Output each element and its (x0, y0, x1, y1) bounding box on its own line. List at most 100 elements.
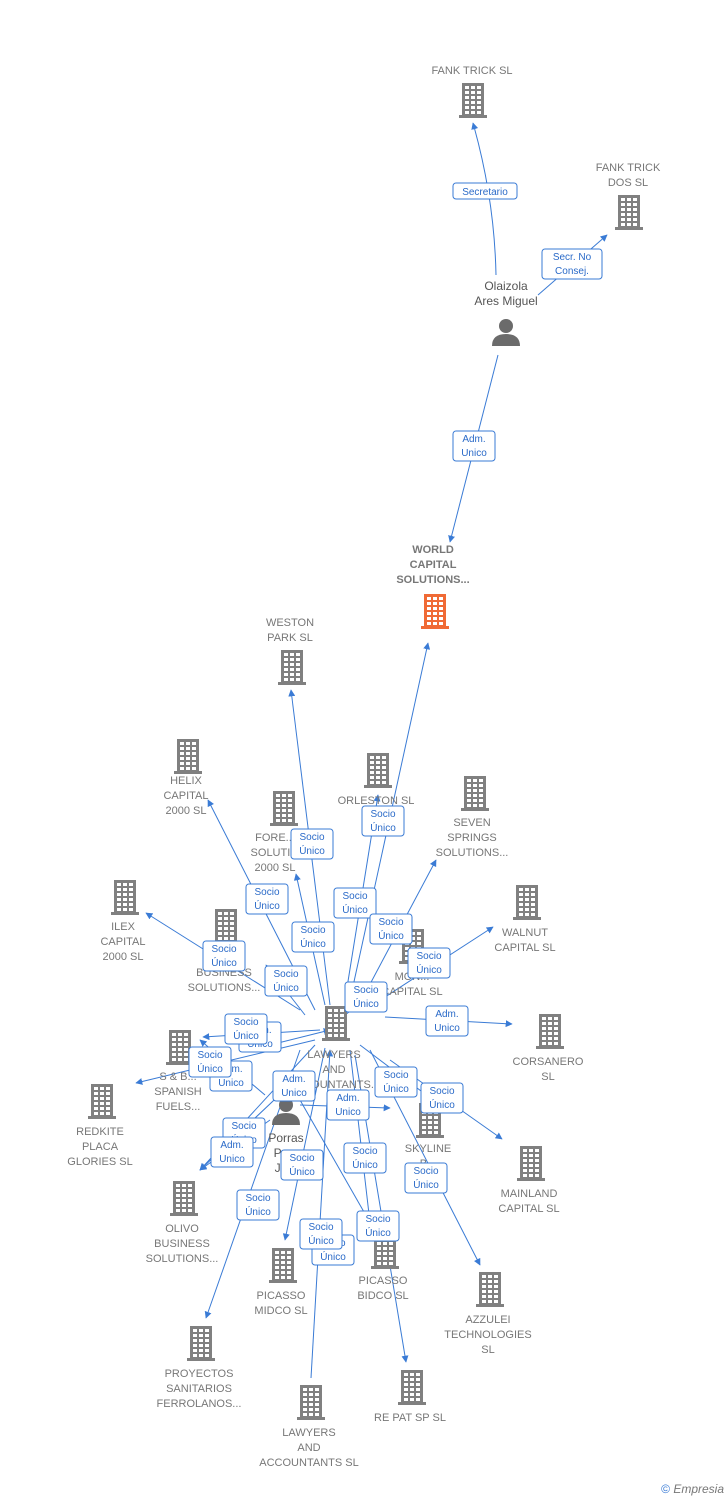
company-seven-label[interactable]: SOLUTIONS... (436, 847, 509, 859)
company-ilex-label[interactable]: 2000 SL (103, 951, 144, 963)
company-walnut-label[interactable]: CAPITAL SL (494, 942, 555, 954)
company-fank_trick_dos-label[interactable]: DOS SL (608, 177, 648, 189)
company-olivo-label[interactable]: SOLUTIONS... (146, 1253, 219, 1265)
company-redkite-label[interactable]: PLACA (82, 1141, 119, 1153)
company-mainland-building-icon[interactable] (517, 1146, 545, 1181)
company-business_sol-label[interactable]: SOLUTIONS... (188, 982, 261, 994)
company-picasso_midco-building-icon[interactable] (269, 1248, 297, 1283)
company-world_capital-label[interactable]: CAPITAL (410, 559, 457, 571)
company-world_capital-building-icon[interactable] (421, 594, 449, 629)
company-mainland-label[interactable]: MAINLAND (501, 1188, 558, 1200)
relation-badge-porras-to-olivo[interactable]: Adm.Unico (210, 1136, 254, 1168)
company-spanish_fuels-label[interactable]: SPANISH (154, 1086, 202, 1098)
company-corsanero-label[interactable]: SL (541, 1071, 554, 1083)
company-olivo-label[interactable]: BUSINESS (154, 1238, 210, 1250)
company-world_capital-label[interactable]: WORLD (412, 544, 454, 556)
company-fore-label[interactable]: FORE... (255, 832, 295, 844)
company-lawyers_center-label[interactable]: AND (322, 1064, 345, 1076)
company-re_pat-building-icon[interactable] (398, 1370, 426, 1405)
company-helix-label[interactable]: 2000 SL (166, 805, 207, 817)
company-azzulei-building-icon[interactable] (476, 1272, 504, 1307)
relation-badge-porras-to-skyline[interactable]: Adm.Unico (326, 1089, 370, 1121)
company-lawyers_center-building-icon[interactable] (322, 1006, 350, 1041)
company-azzulei-label[interactable]: AZZULEI (465, 1314, 510, 1326)
company-lawyers_bottom-building-icon[interactable] (297, 1385, 325, 1420)
company-walnut-building-icon[interactable] (513, 885, 541, 920)
company-ilex-building-icon[interactable] (111, 880, 139, 915)
company-spanish_fuels-label[interactable]: FUELS... (156, 1101, 201, 1113)
company-re_pat-label[interactable]: RE PAT SP SL (374, 1412, 446, 1424)
company-seven-building-icon[interactable] (461, 776, 489, 811)
company-spanish_fuels-label[interactable]: S & B... (159, 1071, 196, 1083)
company-fank_trick-building-icon[interactable] (459, 83, 487, 118)
person-porras-icon[interactable] (272, 1098, 300, 1125)
company-fore-building-icon[interactable] (270, 791, 298, 826)
company-redkite-label[interactable]: REDKITE (76, 1126, 124, 1138)
company-spanish_fuels-building-icon[interactable] (166, 1030, 194, 1065)
company-helix-building-icon[interactable] (174, 739, 202, 774)
company-world_capital-label[interactable]: SOLUTIONS... (396, 574, 469, 586)
company-corsanero-label[interactable]: CORSANERO (513, 1056, 584, 1068)
company-fore-label[interactable]: SOLUTI... (251, 847, 300, 859)
relation-badge-olaizola-to-world_capital[interactable]: Adm.Unico (452, 430, 496, 462)
company-mon-label[interactable]: CAPITAL SL (381, 986, 442, 998)
company-weston-building-icon[interactable] (278, 650, 306, 685)
company-redkite-building-icon[interactable] (88, 1084, 116, 1119)
company-skyline-label[interactable]: SKYLINE (405, 1143, 451, 1155)
company-weston-label[interactable]: PARK SL (267, 632, 313, 644)
company-fank_trick_dos-building-icon[interactable] (615, 195, 643, 230)
relation-badge-olaizola-to-fank_trick[interactable]: Secretario (452, 182, 518, 200)
company-lawyers_center-label[interactable]: LAWYERS (307, 1049, 360, 1061)
company-proyectos-label[interactable]: FERROLANOS... (157, 1398, 242, 1410)
company-lawyers_bottom-label[interactable]: AND (297, 1442, 320, 1454)
company-orleston-label[interactable]: ORLESTON SL (338, 795, 415, 807)
company-helix-label[interactable]: CAPITAL (163, 790, 208, 802)
company-orleston-building-icon[interactable] (364, 753, 392, 788)
relation-badge-lawyers_center-to-corsanero[interactable]: Adm.Unico (425, 1005, 469, 1037)
company-mainland-label[interactable]: CAPITAL SL (498, 1203, 559, 1215)
company-azzulei-label[interactable]: TECHNOLOGIES (444, 1329, 531, 1341)
company-azzulei-label[interactable]: SL (481, 1344, 494, 1356)
person-olaizola-label[interactable]: Ares Miguel (474, 294, 537, 308)
company-proyectos-building-icon[interactable] (187, 1326, 215, 1361)
company-proyectos-label[interactable]: PROYECTOS (165, 1368, 234, 1380)
company-weston-label[interactable]: WESTON (266, 617, 314, 629)
company-picasso_bidco-label[interactable]: PICASSO (359, 1275, 408, 1287)
company-walnut-label[interactable]: WALNUT (502, 927, 548, 939)
company-olivo-building-icon[interactable] (170, 1181, 198, 1216)
person-olaizola-icon[interactable] (492, 319, 520, 346)
company-corsanero-building-icon[interactable] (536, 1014, 564, 1049)
relation-badge-porras-to-redkite[interactable]: Adm.Unico (272, 1070, 316, 1102)
company-ilex-label[interactable]: CAPITAL (100, 936, 145, 948)
company-olivo-label[interactable]: OLIVO (165, 1223, 199, 1235)
company-seven-label[interactable]: SEVEN (453, 817, 490, 829)
company-redkite-label[interactable]: GLORIES SL (67, 1156, 132, 1168)
company-lawyers_bottom-label[interactable]: LAWYERS (282, 1427, 335, 1439)
company-fore-label[interactable]: 2000 SL (255, 862, 296, 874)
footer-brand[interactable]: © Empresia (661, 1482, 724, 1496)
company-fank_trick-label[interactable]: FANK TRICK SL (431, 65, 512, 77)
person-olaizola-label[interactable]: Olaizola (484, 279, 528, 293)
company-proyectos-label[interactable]: SANITARIOS (166, 1383, 232, 1395)
person-porras-label[interactable]: Porras (268, 1131, 303, 1145)
